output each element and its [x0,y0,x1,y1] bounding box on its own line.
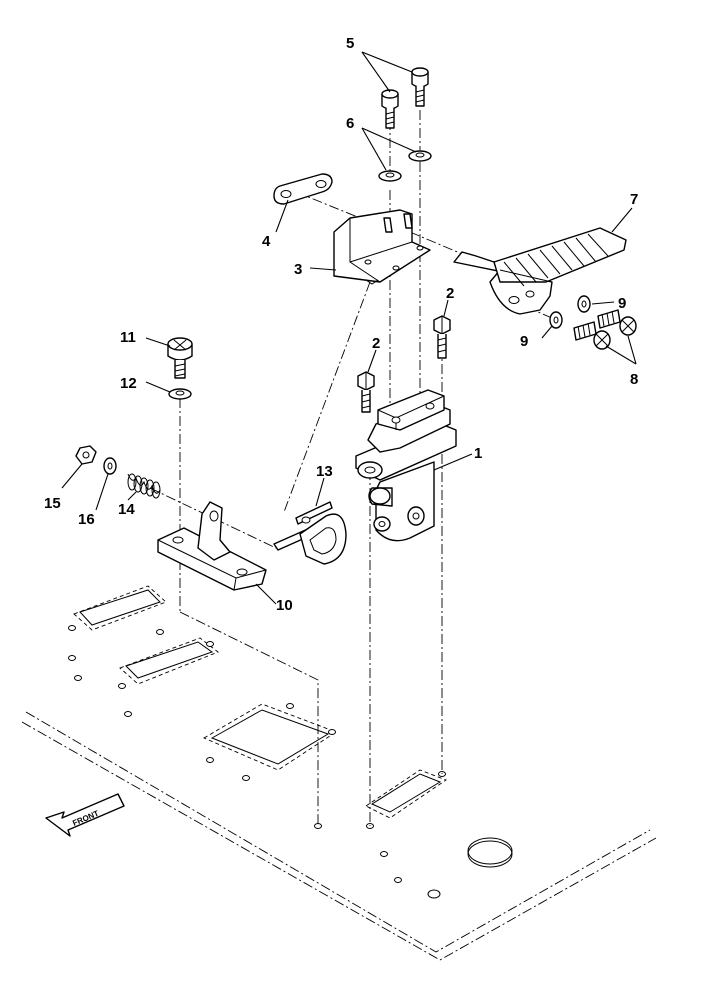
link-plate-4 [273,173,333,205]
washer-6-left [378,170,402,182]
callout-9-left: 9 [520,333,528,350]
washer-9-upper [577,295,591,313]
washer-12 [168,388,192,400]
callout-7: 7 [630,191,638,208]
valve-body-1 [355,389,457,542]
bolt-8-upper [597,309,637,336]
front-arrow-icon: FRONT [45,793,125,837]
bolt-11 [167,337,193,379]
bolt-8-lower [573,321,611,350]
pedal-7 [453,227,627,315]
callout-16: 16 [78,511,95,528]
callout-10: 10 [276,597,293,614]
floor-plate [21,585,657,961]
callout-9-right: 9 [618,295,626,312]
bracket-3 [333,209,431,285]
bolt-5-left [381,89,399,129]
bracket-base-10 [157,501,267,591]
callout-8: 8 [630,371,638,388]
callout-2-left: 2 [372,335,380,352]
washer-6-right [408,150,432,162]
washer-16 [103,457,117,475]
callout-5: 5 [346,35,354,52]
leader-lines [61,51,637,605]
callout-3: 3 [294,261,302,278]
callout-4: 4 [262,233,271,250]
callout-2-right: 2 [446,285,454,302]
bolt-2-right [433,315,451,359]
callout-14: 14 [118,501,135,518]
nut-15 [75,445,97,465]
spring-14 [127,473,161,499]
bolt-5-right [411,67,429,107]
callout-13: 13 [316,463,333,480]
callout-12: 12 [120,375,137,392]
clevis-rod-13 [273,501,347,565]
callout-1: 1 [474,445,482,462]
callout-15: 15 [44,495,61,512]
washer-9-lower [549,311,563,329]
callout-6: 6 [346,115,354,132]
callout-11: 11 [120,329,136,346]
callouts: 5 6 4 3 7 2 2 9 9 8 1 11 12 13 15 16 14 … [44,35,638,614]
bolt-2-left [357,371,375,413]
